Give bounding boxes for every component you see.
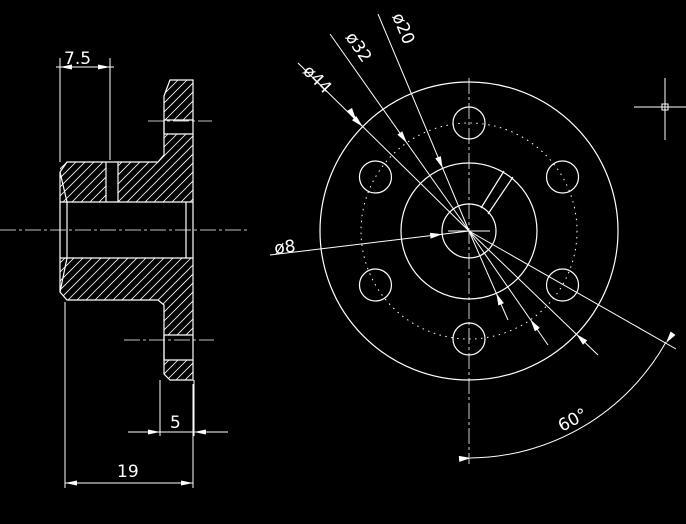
dim-hub-text: ø20 (387, 10, 418, 47)
arrowhead (458, 455, 471, 462)
dim-flange-thickness: 5 (128, 380, 228, 436)
dim-bore-text: ø8 (273, 237, 296, 259)
arrowhead (666, 331, 676, 343)
crosshair-icon (634, 78, 686, 140)
arrowhead (352, 116, 363, 127)
bolt-hole (358, 160, 393, 194)
dim-flange-text: 5 (170, 413, 181, 433)
dim-total-length: 19 (64, 302, 194, 488)
dim-outer-text: ø44 (298, 61, 335, 98)
arrowhead (576, 334, 588, 345)
bolt-hole (358, 268, 393, 302)
bolt-hole (545, 268, 580, 302)
dim-bolt-circle-text: ø32 (341, 29, 376, 67)
bolt-hole (545, 160, 580, 194)
leader-arrows (352, 116, 676, 462)
dim-angle-text: 60° (555, 405, 591, 437)
front-view (319, 78, 619, 464)
arrowhead (496, 293, 504, 306)
arrowhead (530, 319, 540, 332)
dim-total-text: 19 (117, 462, 139, 482)
arrowhead (397, 131, 407, 143)
arrowhead (429, 232, 443, 239)
arrowhead (435, 156, 443, 169)
dim-top-width: 7.5 (56, 49, 114, 162)
dim-top-width-text: 7.5 (64, 49, 91, 69)
section-view (0, 79, 248, 381)
